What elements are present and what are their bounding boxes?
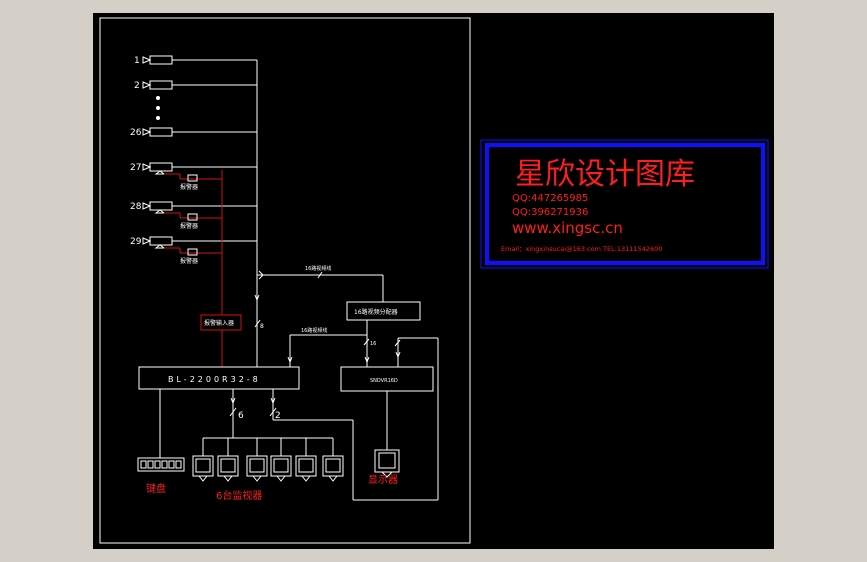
camera-28: 28 [130, 201, 257, 214]
dvr-unit: SNDVR16D [340, 366, 434, 392]
keyboard-icon [137, 457, 185, 472]
monitor-1 [192, 455, 214, 482]
monitor-3 [246, 455, 268, 482]
watermark-website: www.xingsc.cn [512, 219, 623, 237]
watermark-qq2: QQ:396271936 [512, 207, 588, 218]
dvr-label: SNDVR16D [370, 378, 398, 384]
continuation-dots [156, 96, 160, 120]
watermark-title: 星欣设计图库 [515, 157, 695, 192]
distributor-label: 16路视频分配器 [354, 308, 398, 316]
cable-count: 6 [238, 411, 244, 421]
alarm-input-label: 报警输入器 [204, 319, 234, 327]
display-label: 显示器 [368, 474, 398, 486]
cctv-system-diagram: 1 2 26 27 28 29 [99, 17, 769, 544]
matrix-label: BL-2200R32-8 [168, 375, 261, 384]
camera-number: 29 [130, 237, 142, 247]
cable-tick [254, 319, 261, 328]
camera-1: 1 [134, 55, 257, 66]
matrix-switcher: BL-2200R32-8 [138, 366, 300, 390]
display-icon [374, 449, 400, 478]
cable-count: 16 [370, 341, 376, 347]
watermark-contact: Email：xingxinsucai@163.com TEL:131115426… [501, 245, 662, 253]
monitor-5 [295, 455, 317, 482]
video-distributor: 16路视频分配器 [346, 301, 421, 321]
cad-drawing-canvas[interactable]: 1 2 26 27 28 29 [93, 13, 774, 549]
video-line-label: 16路视频线 [301, 327, 327, 334]
cable-count: 2 [275, 411, 281, 421]
monitors-label: 6台监视器 [216, 489, 262, 502]
alarm-wiring [164, 170, 223, 367]
video-line-label: 16路视频线 [305, 265, 331, 272]
monitor-6 [322, 455, 344, 482]
distributor-outputs: 16路视频线 16 [287, 320, 439, 500]
watermark-qq1: QQ:447265985 [512, 193, 588, 204]
camera-number: 26 [130, 128, 142, 138]
camera-number: 2 [134, 81, 140, 91]
camera-29: 29 [130, 236, 257, 249]
alarm-label: 报警器 [180, 222, 198, 230]
camera-27: 27 [130, 162, 257, 175]
alarm-sensor-27: 报警器 [180, 174, 198, 191]
alarm-sensor-29: 报警器 [180, 248, 198, 265]
drawing-sheet-border [99, 17, 471, 544]
alarm-input-box: 报警输入器 [200, 314, 242, 331]
cable-count: 8 [260, 323, 264, 330]
alarm-label: 报警器 [180, 183, 198, 191]
monitor-2 [217, 455, 239, 482]
camera-26: 26 [130, 127, 257, 138]
camera-number: 1 [134, 56, 140, 66]
watermark-banner: 星欣设计图库 QQ:447265985 QQ:396271936 www.xin… [480, 139, 769, 269]
monitor-cabling: 6 2 [202, 389, 438, 501]
monitor-4 [270, 455, 292, 482]
alarm-sensor-28: 报警器 [180, 213, 198, 230]
distributor-feed: 16路视频线 [257, 265, 384, 302]
camera-2: 2 [134, 80, 257, 91]
alarm-label: 报警器 [180, 257, 198, 265]
camera-number: 28 [130, 202, 142, 212]
camera-number: 27 [130, 163, 141, 173]
keyboard-label: 键盘 [146, 482, 166, 495]
bus-arrow [254, 294, 260, 302]
